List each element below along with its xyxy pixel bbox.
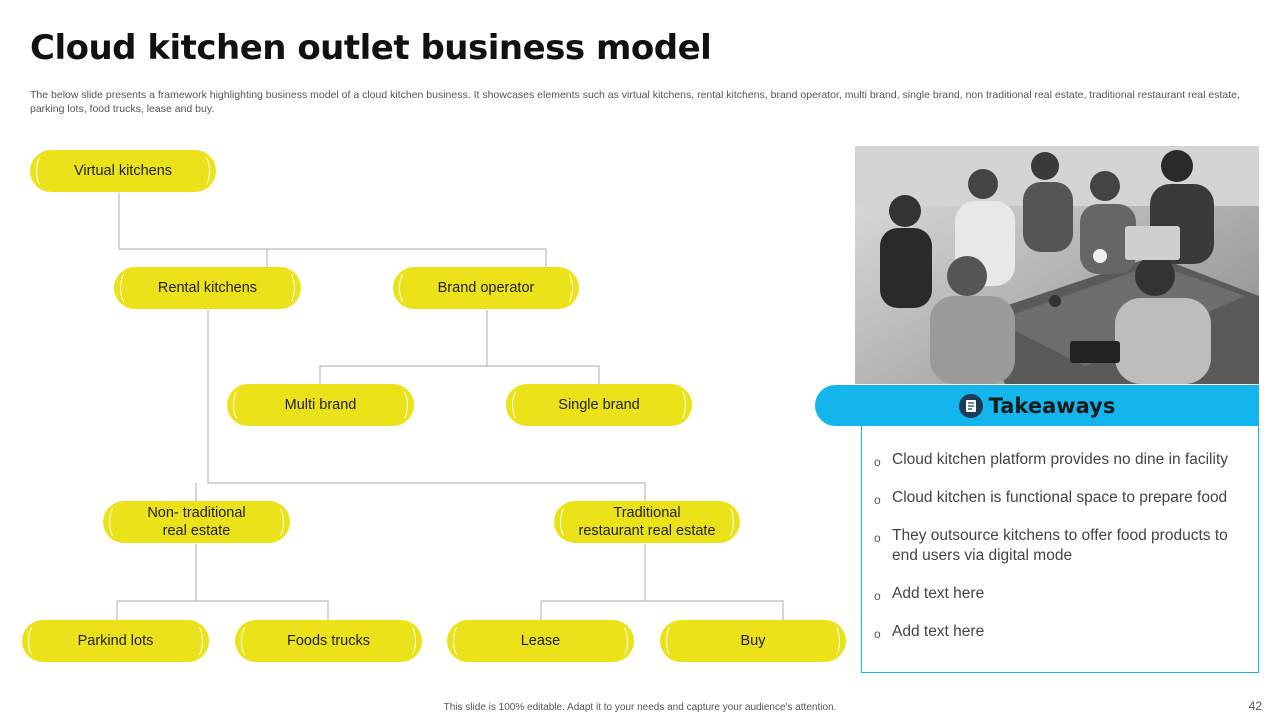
page-subtitle: The below slide presents a framework hig… — [30, 89, 1240, 115]
connector-virtual-children — [118, 193, 547, 267]
node-virtual-kitchens: Virtual kitchens — [30, 150, 216, 192]
bullet-circle-icon: o — [874, 493, 881, 507]
connector-brand-single — [487, 365, 600, 384]
notepad-icon — [958, 393, 983, 418]
node-buy: Buy — [660, 620, 846, 662]
bullet-circle-icon: o — [874, 589, 881, 603]
connector-nontrad-trucks — [196, 600, 329, 620]
connector-trad-children — [540, 544, 646, 620]
connector-rental-children — [207, 310, 646, 501]
node-food-trucks: Foods trucks — [235, 620, 422, 662]
bullet-circle-icon: o — [874, 455, 881, 469]
connector-brand-children — [319, 310, 488, 384]
node-lease: Lease — [447, 620, 634, 662]
node-single-brand: Single brand — [506, 384, 692, 426]
node-parking-lots: Parkind lots — [22, 620, 209, 662]
page-number: 42 — [1248, 699, 1262, 713]
connector-lines — [116, 193, 784, 620]
node-brand-operator: Brand operator — [393, 267, 579, 309]
takeaways-header: Takeaways — [815, 385, 1259, 426]
takeaways-title: Takeaways — [988, 393, 1116, 418]
node-multi-brand: Multi brand — [227, 384, 414, 426]
bullet-circle-icon: o — [874, 531, 881, 545]
page-title: Cloud kitchen outlet business model — [30, 28, 712, 68]
team-meeting-photo — [855, 146, 1259, 384]
connector-trad-buy — [645, 600, 784, 620]
node-rental-kitchens: Rental kitchens — [114, 267, 301, 309]
bullet-circle-icon: o — [874, 627, 881, 641]
node-traditional-restaurant-real-estate: Traditional restaurant real estate — [554, 501, 740, 543]
footer-note: This slide is 100% editable. Adapt it to… — [443, 702, 837, 713]
node-non-traditional-real-estate: Non- traditional real estate — [103, 501, 290, 543]
connector-nontrad-children — [116, 544, 197, 620]
